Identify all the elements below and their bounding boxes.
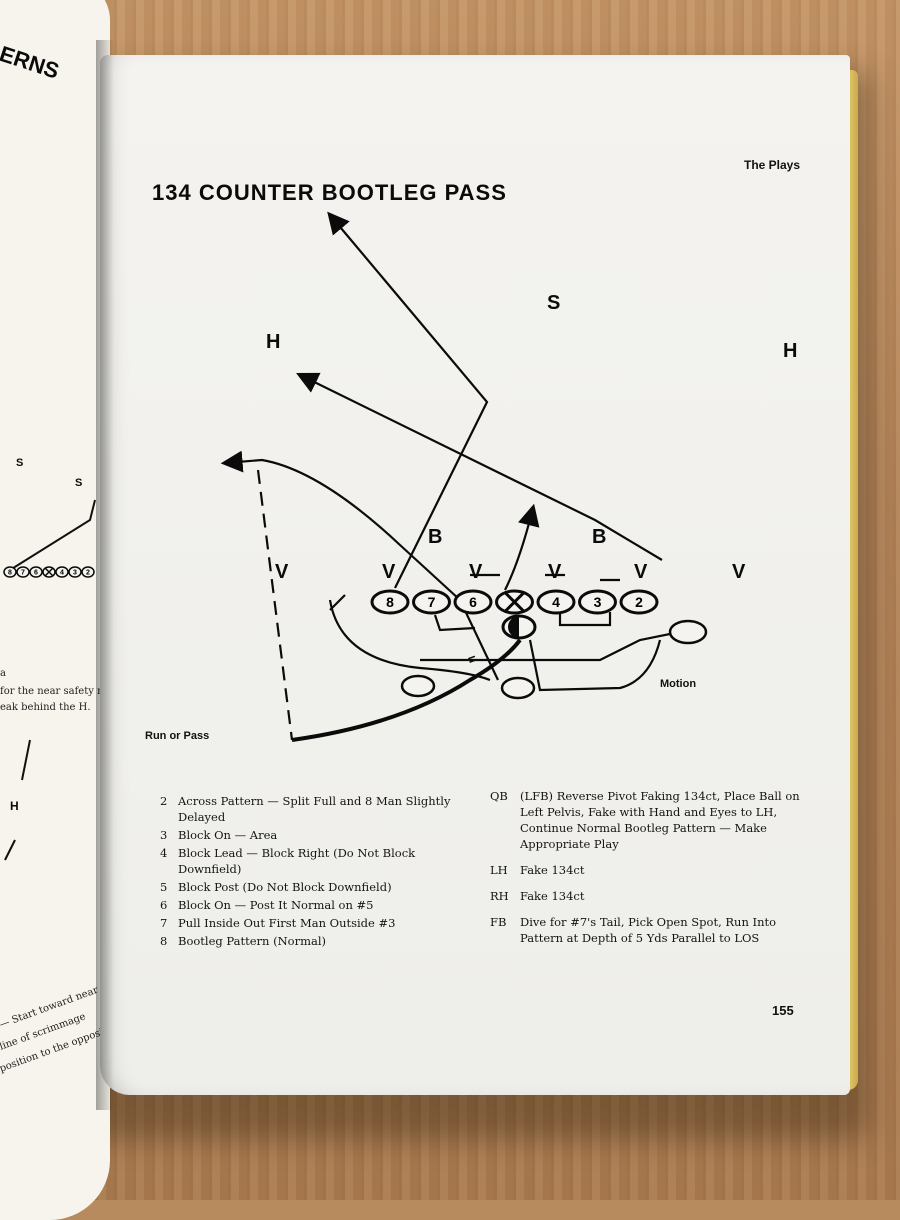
running-head: The Plays [744, 158, 801, 172]
left-line-player-7: 7 [16, 566, 30, 578]
svg-text:2: 2 [86, 570, 90, 577]
block-mark-5 [433, 614, 476, 632]
oline-player-3: 3 [578, 589, 617, 615]
label-run-or-pass: Run or Pass [145, 730, 210, 742]
defense-halfback-right: H [783, 340, 797, 362]
route-6-post [504, 503, 540, 591]
defense-backer-right: B [592, 526, 606, 548]
block-mark-1 [329, 594, 346, 611]
svg-text:6: 6 [34, 570, 38, 577]
oline-player-7: 7 [412, 589, 451, 615]
left-text-2: for the near safety man at abo [0, 686, 110, 697]
page-number: 155 [772, 1003, 794, 1018]
play-title: 134 COUNTER BOOTLEG PASS [152, 180, 507, 205]
svg-text:2: 2 [635, 594, 643, 610]
gutter-shadow [96, 40, 114, 1110]
defense-lineman-4: V [548, 561, 562, 583]
route-pass-option [256, 469, 294, 741]
offensive-line: 8 7 6 4 3 2 [370, 589, 659, 615]
back-fullback [500, 676, 536, 700]
left-safety-mark-2: S [75, 477, 82, 489]
defense-lineman-3: V [469, 561, 483, 583]
label-motion: Motion [660, 678, 697, 690]
quarterback [501, 614, 537, 640]
left-line-center [42, 566, 56, 578]
oline-player-2: 2 [619, 589, 659, 615]
svg-text:4: 4 [60, 570, 64, 577]
route-pull [328, 599, 491, 682]
svg-text:7: 7 [21, 570, 25, 577]
route-qb-bootleg [291, 638, 522, 742]
svg-text:7: 7 [428, 594, 436, 610]
oline-player-8: 8 [370, 589, 410, 615]
svg-text:8: 8 [386, 594, 394, 610]
defense-backer-left: B [428, 526, 442, 548]
left-line-player-6: 6 [29, 566, 43, 578]
route-motion [420, 630, 681, 662]
left-safety-mark-1: S [16, 457, 23, 469]
defense-lineman-2: V [382, 561, 396, 583]
left-line-fragment: 8 7 6 4 3 2 [3, 566, 95, 578]
defense-lineman-5: V [634, 561, 648, 583]
defense-lineman-6: V [732, 561, 746, 583]
route-2-across [296, 372, 663, 561]
svg-text:3: 3 [73, 570, 77, 577]
defense-safety: S [547, 292, 560, 314]
left-line-player-3: 3 [68, 566, 82, 578]
svg-text:3: 3 [594, 594, 602, 610]
oline-center [495, 589, 534, 615]
left-line-player-4: 4 [55, 566, 69, 578]
route-rh-fake [528, 639, 662, 692]
route-fb-pattern [220, 450, 499, 681]
back-right-halfback [668, 619, 708, 645]
back-left-halfback [400, 674, 436, 698]
svg-text:8: 8 [8, 570, 12, 577]
svg-text:6: 6 [469, 594, 477, 610]
left-line-player-2: 2 [81, 566, 95, 578]
assignment-row: QB(LFB) Reverse Pivot Faking 134ct, Plac… [490, 789, 800, 851]
oline-player-4: 4 [536, 589, 576, 615]
defense-halfback-left: H [266, 331, 280, 353]
assignments-right: QB(LFB) Reverse Pivot Faking 134ct, Plac… [490, 788, 810, 948]
block-bracket-1 [558, 612, 612, 627]
svg-text:4: 4 [552, 594, 560, 610]
defense-lineman-1: V [275, 561, 289, 583]
left-half-mark: H [10, 799, 19, 813]
left-text-3: eak behind the H. [0, 702, 91, 713]
left-text-1: a [0, 668, 6, 679]
left-line-player-8: 8 [3, 566, 17, 578]
route-8-bootleg [327, 211, 489, 589]
oline-player-6: 6 [453, 589, 493, 615]
